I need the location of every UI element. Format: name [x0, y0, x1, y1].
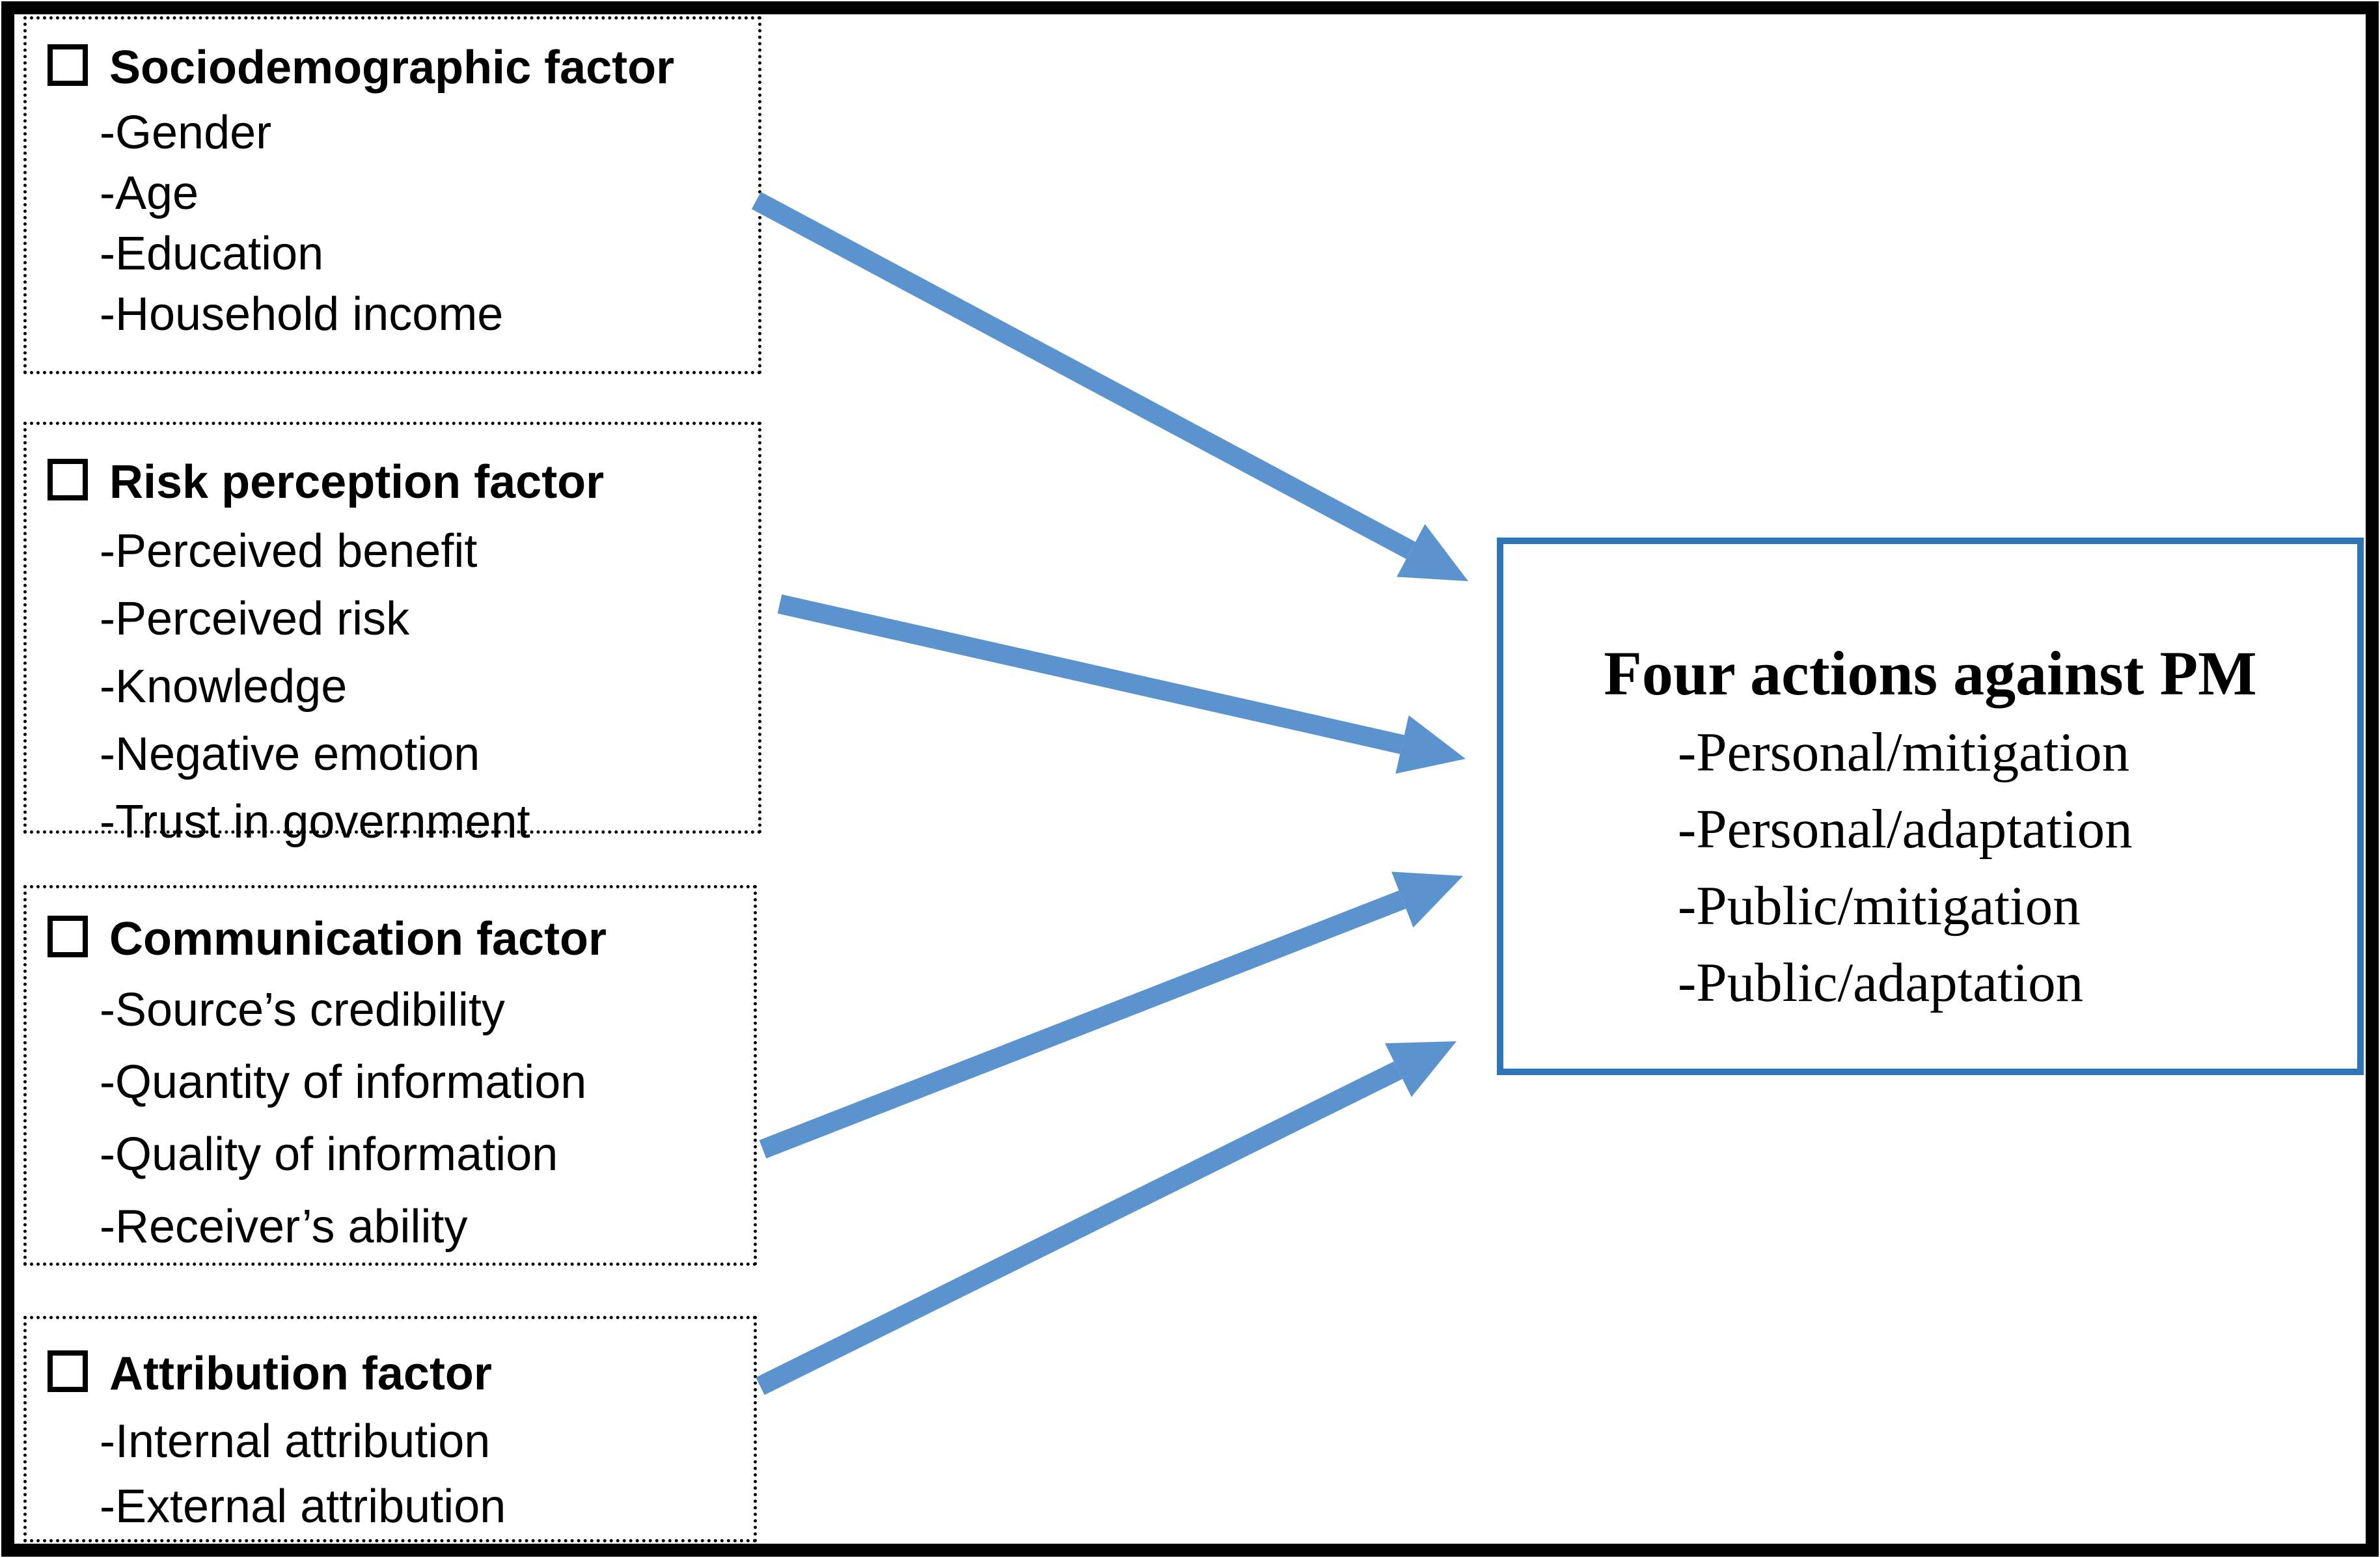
- factor-item: -Quality of information: [100, 1128, 558, 1181]
- outcome-box-four-actions: Four actions against PM -Personal/mitiga…: [1497, 538, 2364, 1075]
- factor-box-header: Attribution factor: [27, 1339, 754, 1409]
- factor-title: Attribution factor: [109, 1348, 492, 1400]
- arrow-risk_perception-to-actions: [777, 594, 1466, 774]
- checkbox-icon: [48, 916, 88, 957]
- factor-box-sociodemographic: Sociodemographic factor -Gender -Age -Educ…: [23, 16, 761, 374]
- factor-box-communication: Communication factor -Source’s credibili…: [23, 885, 757, 1266]
- factor-box-header: Communication factor: [27, 904, 754, 974]
- factor-box-header: Sociodemographic factor: [27, 33, 758, 103]
- factor-item-list: -Source’s credibility -Quantity of inform…: [27, 974, 754, 1263]
- checkbox-icon: [48, 1350, 88, 1392]
- factor-item: -Trust in government: [100, 796, 530, 848]
- factor-title: Communication factor: [109, 913, 607, 965]
- outcome-item: -Public/adaptation: [1678, 952, 2084, 1013]
- checkbox-icon: [48, 44, 88, 86]
- factor-title: Sociodemographic factor: [109, 42, 675, 94]
- factor-box-risk-perception: Risk perception factor -Perceived benefi…: [23, 422, 761, 848]
- factor-item: -Education: [100, 228, 324, 280]
- outcome-item-list: -Personal/mitigation -Personal/adaptation…: [1503, 714, 2357, 1021]
- outcome-item: -Public/mitigation: [1678, 875, 2081, 936]
- outcome-item: -Personal/adaptation: [1678, 799, 2133, 860]
- factor-item: -Knowledge: [100, 661, 348, 713]
- arrow-communication-to-actions: [759, 871, 1463, 1158]
- arrow-sociodemographic-to-actions: [751, 191, 1468, 581]
- outcome-item: -Personal/mitigation: [1678, 722, 2130, 783]
- factor-item: -External attribution: [100, 1481, 506, 1533]
- factor-item: -Gender: [100, 107, 272, 159]
- checkbox-icon: [48, 459, 88, 500]
- factor-item: -Age: [100, 167, 199, 219]
- factor-item-list: -Gender -Age -Education -Household income: [27, 103, 758, 345]
- factor-item: -Internal attribution: [100, 1415, 491, 1468]
- factor-box-attribution: Attribution factor -Internal attribution…: [23, 1316, 757, 1542]
- outcome-title: Four actions against PM: [1604, 638, 2257, 708]
- factor-item: -Quantity of information: [100, 1056, 587, 1108]
- factor-item: -Receiver’s ability: [100, 1201, 468, 1253]
- factor-item: -Perceived risk: [100, 593, 410, 645]
- factor-item: -Perceived benefit: [100, 525, 478, 577]
- factor-item: -Household income: [100, 288, 504, 340]
- factor-item-list: -Internal attribution -External attributi…: [27, 1409, 754, 1539]
- factor-item: -Source’s credibility: [100, 984, 505, 1036]
- arrow-attribution-to-actions: [756, 1041, 1457, 1395]
- factor-box-header: Risk perception factor: [27, 447, 758, 517]
- factor-title: Risk perception factor: [109, 456, 605, 508]
- factor-item: -Negative emotion: [100, 728, 480, 780]
- factor-item-list: -Perceived benefit -Perceived risk -Knowle…: [27, 517, 758, 856]
